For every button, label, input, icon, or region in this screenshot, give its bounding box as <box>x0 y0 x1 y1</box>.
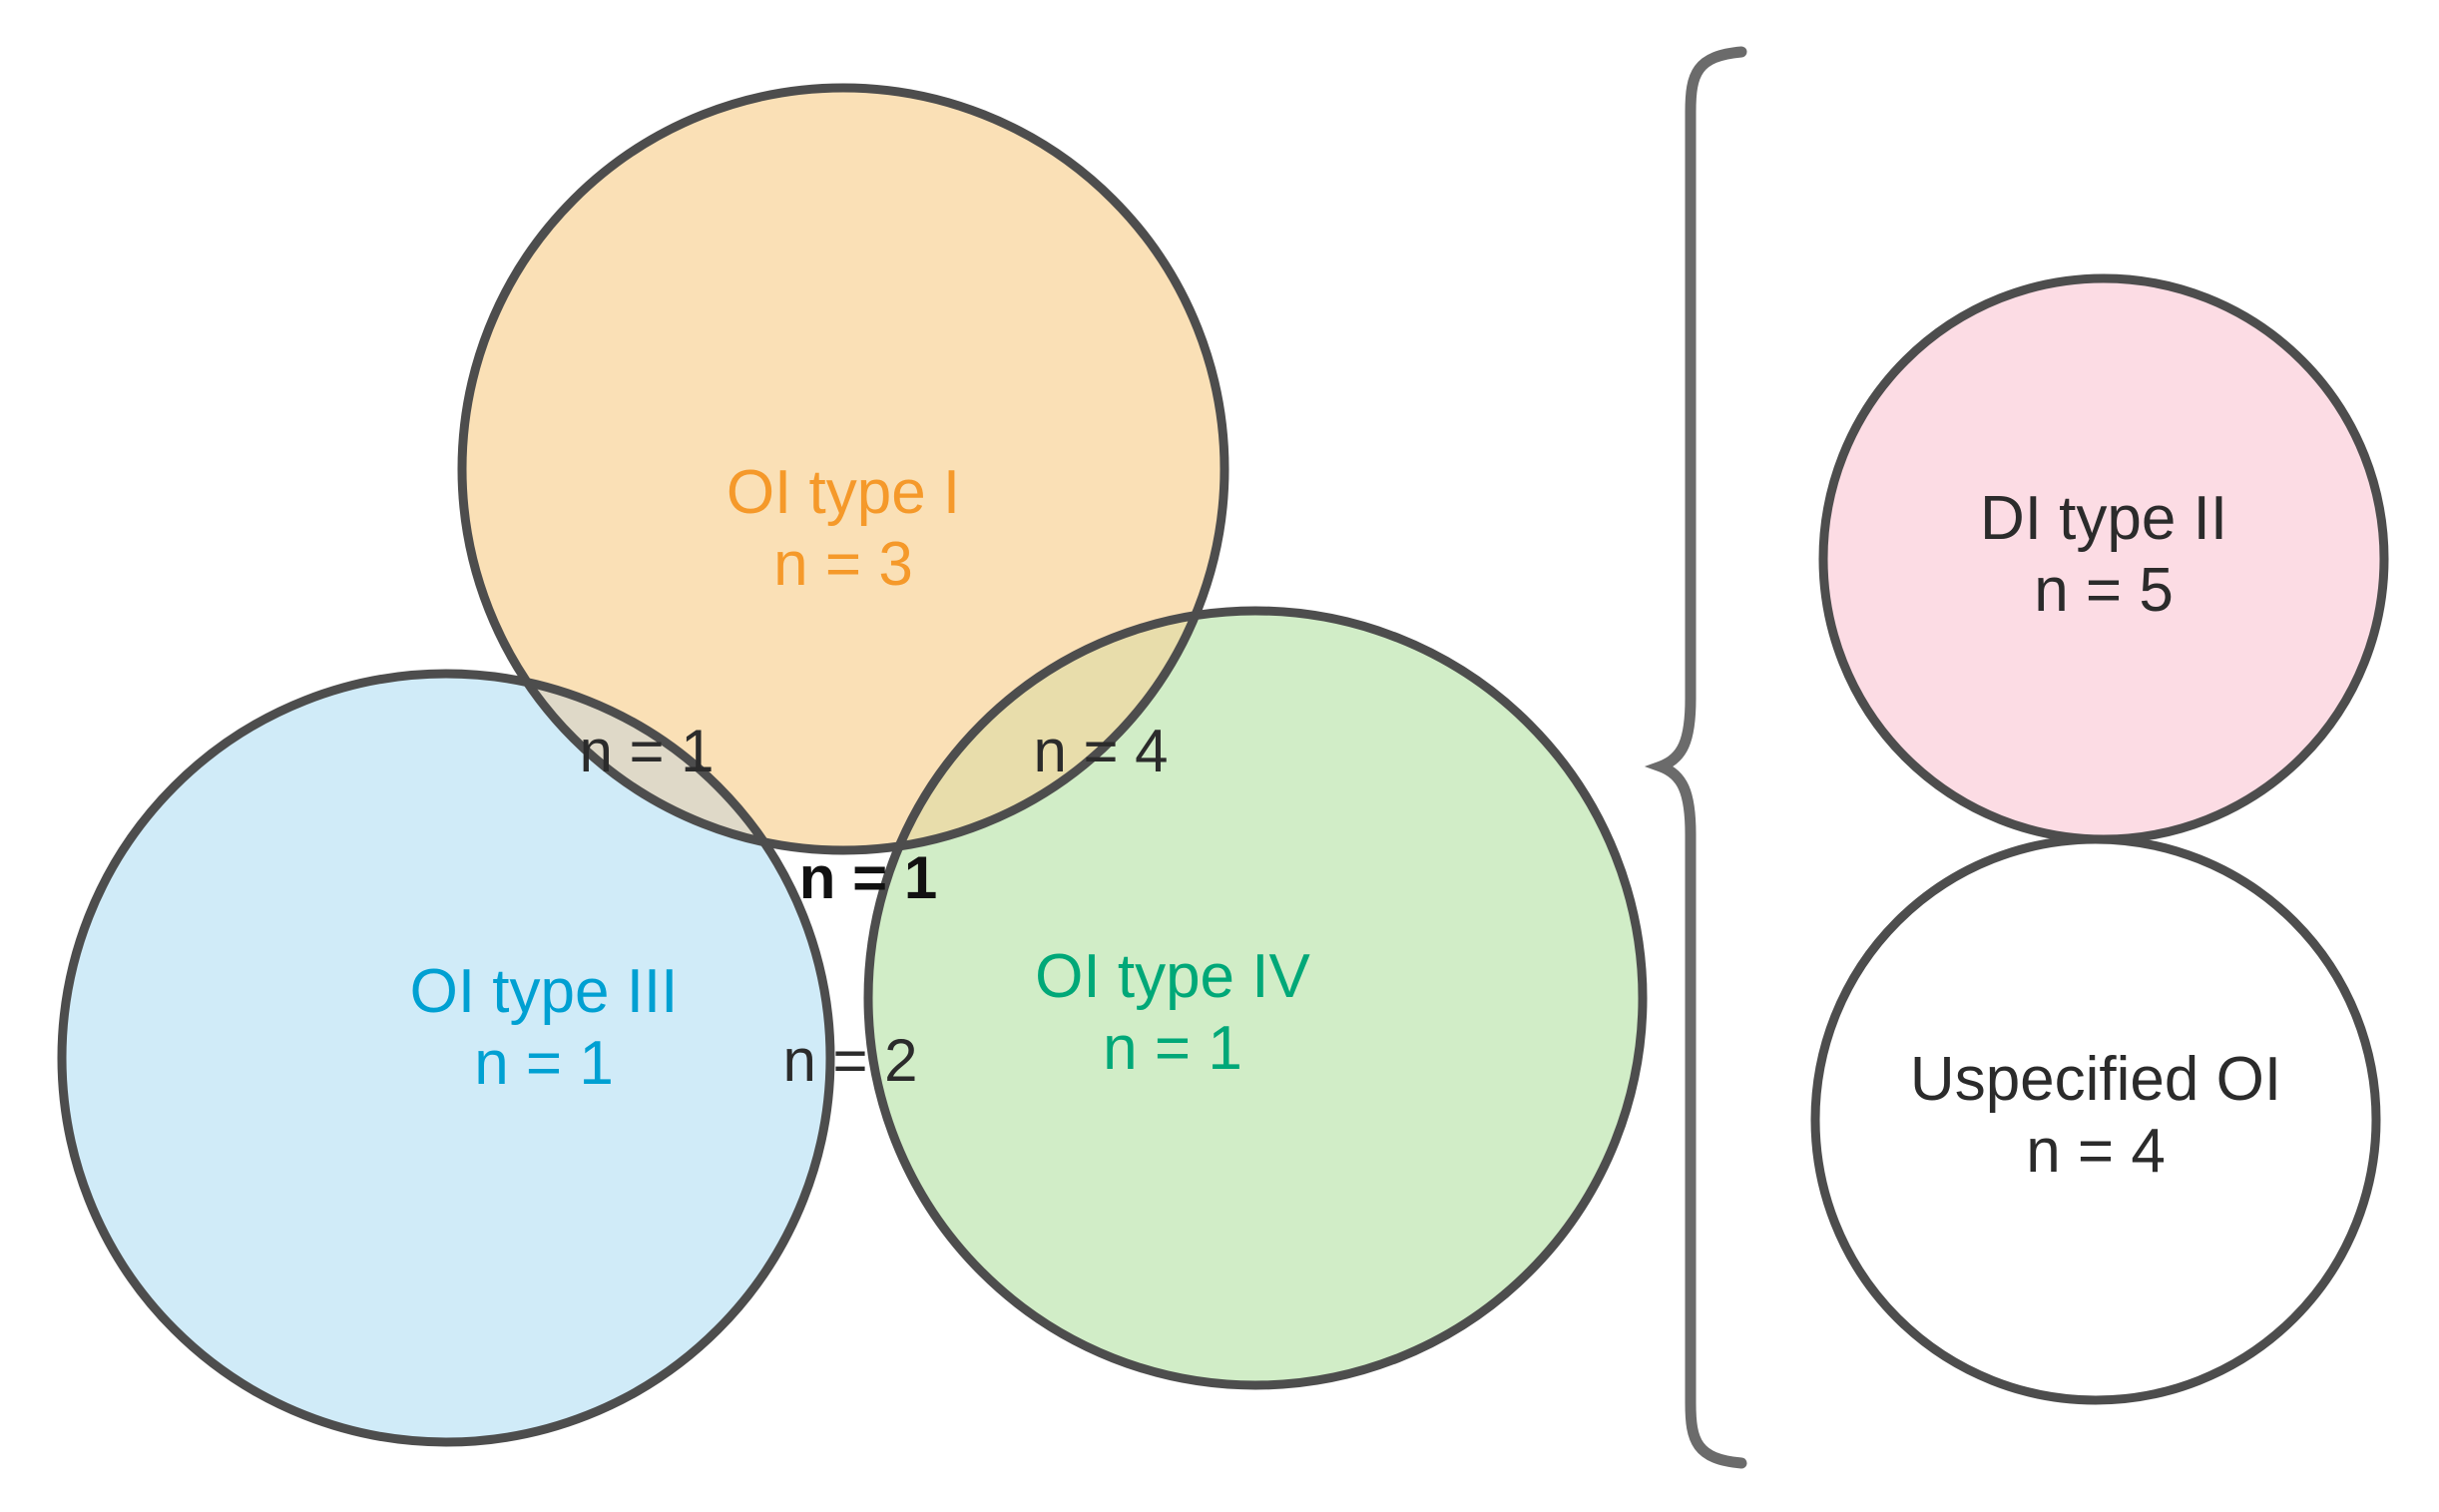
grouping-brace <box>1644 46 1747 1469</box>
venn-circle-oi-type-iv <box>868 611 1643 1385</box>
venn-circle-oi-type-i <box>462 88 1224 850</box>
venn-outline-oi-type-i <box>457 83 1229 855</box>
venn-outline-oi-type-iii <box>57 669 835 1447</box>
venn-circle-oi-type-iii <box>62 674 830 1442</box>
venn-outline-oi-type-iv <box>863 606 1648 1390</box>
side-circle-di-type-ii <box>1818 273 2389 844</box>
side-circle-uspecified-oi <box>1810 834 2381 1405</box>
